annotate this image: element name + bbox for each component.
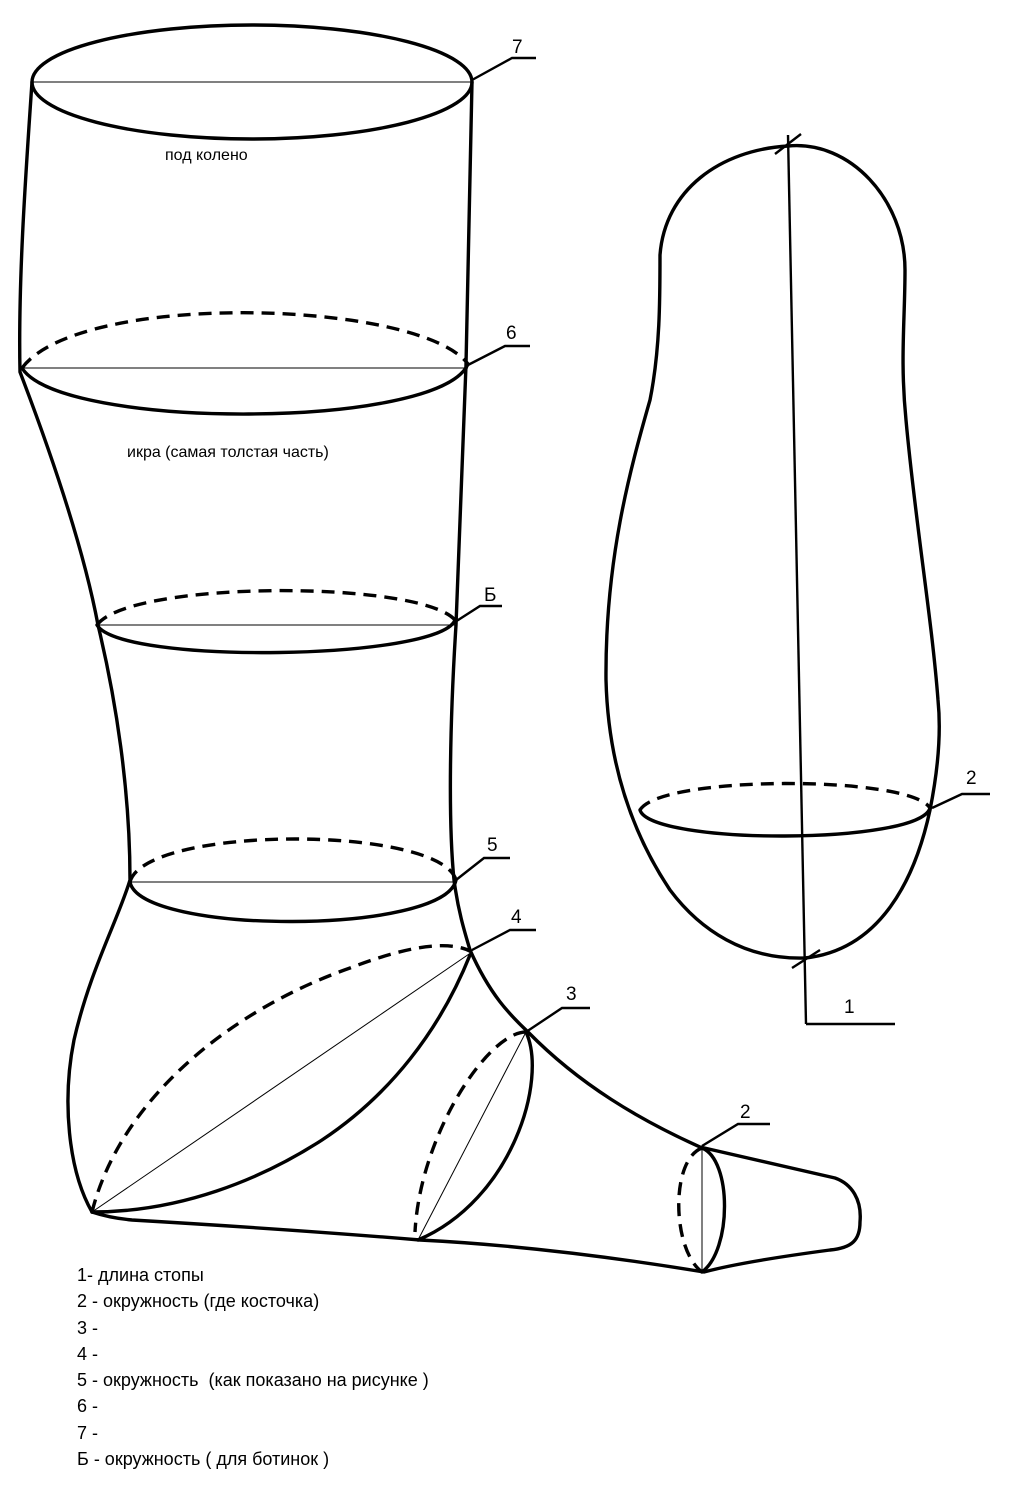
legend-item-7: 7 - xyxy=(77,1422,99,1443)
marker-7: 7 xyxy=(471,37,536,82)
heel-diameter-line xyxy=(91,951,473,1213)
legend-item-5: 5 - окружность (как показано на рисунке … xyxy=(77,1370,429,1391)
marker-3-number: 3 xyxy=(566,984,577,1005)
sole-circle-front xyxy=(638,806,932,838)
legend-item-3: 3 - xyxy=(77,1317,99,1338)
ankle-circle-back xyxy=(128,837,458,883)
marker-3: 3 xyxy=(525,984,590,1033)
foot-length-tick-top xyxy=(774,133,802,155)
marker-2-sole-number: 2 xyxy=(966,768,977,789)
marker-2-boot: 2 xyxy=(701,1102,770,1148)
legend: 1- длина стопы 2 - окружность (где косто… xyxy=(77,1262,777,1472)
foot-length-line xyxy=(786,134,808,1025)
knee-label: под колено xyxy=(165,147,248,164)
legend-item-4: 4 - xyxy=(77,1343,99,1364)
marker-4: 4 xyxy=(471,907,536,952)
legend-item-2: 2 - окружность (где косточка) xyxy=(77,1291,320,1312)
marker-4-number: 4 xyxy=(511,907,522,928)
boot-circle-back xyxy=(95,588,457,627)
calf-circle-front xyxy=(20,362,470,416)
marker-b-letter: Б xyxy=(484,585,496,606)
calf-label: икра (самая толстая часть) xyxy=(127,444,329,461)
marker-b: Б xyxy=(454,585,502,624)
marker-6: 6 xyxy=(465,323,530,368)
ankle-circle-front xyxy=(128,878,458,924)
marker-5-number: 5 xyxy=(487,835,498,856)
boot-outline xyxy=(17,23,862,1274)
marker-2-sole-leader xyxy=(931,792,990,810)
legend-item-1: 1- длина стопы xyxy=(77,1265,204,1285)
boot-circle-front xyxy=(95,618,457,655)
heel-circle-back xyxy=(90,944,473,1213)
sole-outline: 1 2 xyxy=(604,133,990,1026)
midfoot-circle-front xyxy=(416,1030,534,1242)
instep-contour xyxy=(90,953,472,1214)
toe-circle-back xyxy=(677,1146,704,1274)
marker-6-number: 6 xyxy=(506,323,517,344)
sole-circle-back xyxy=(638,781,932,812)
calf-circle-back xyxy=(20,311,470,370)
leg-right-contour xyxy=(90,80,862,1274)
marker-2-boot-number: 2 xyxy=(740,1102,751,1123)
legend-item-b: Б - окружность ( для ботинок ) xyxy=(77,1449,330,1470)
foot-length-tick-bottom xyxy=(791,948,821,970)
legend-item-6: 6 - xyxy=(77,1396,99,1417)
marker-5: 5 xyxy=(455,835,510,881)
midfoot-diameter-line xyxy=(417,1031,527,1241)
leg-left-contour xyxy=(17,80,132,1214)
marker-7-number: 7 xyxy=(512,37,523,58)
marker-1-number: 1 xyxy=(844,997,855,1018)
midfoot-circle-back xyxy=(413,1030,527,1233)
toe-circle-front xyxy=(700,1146,727,1274)
